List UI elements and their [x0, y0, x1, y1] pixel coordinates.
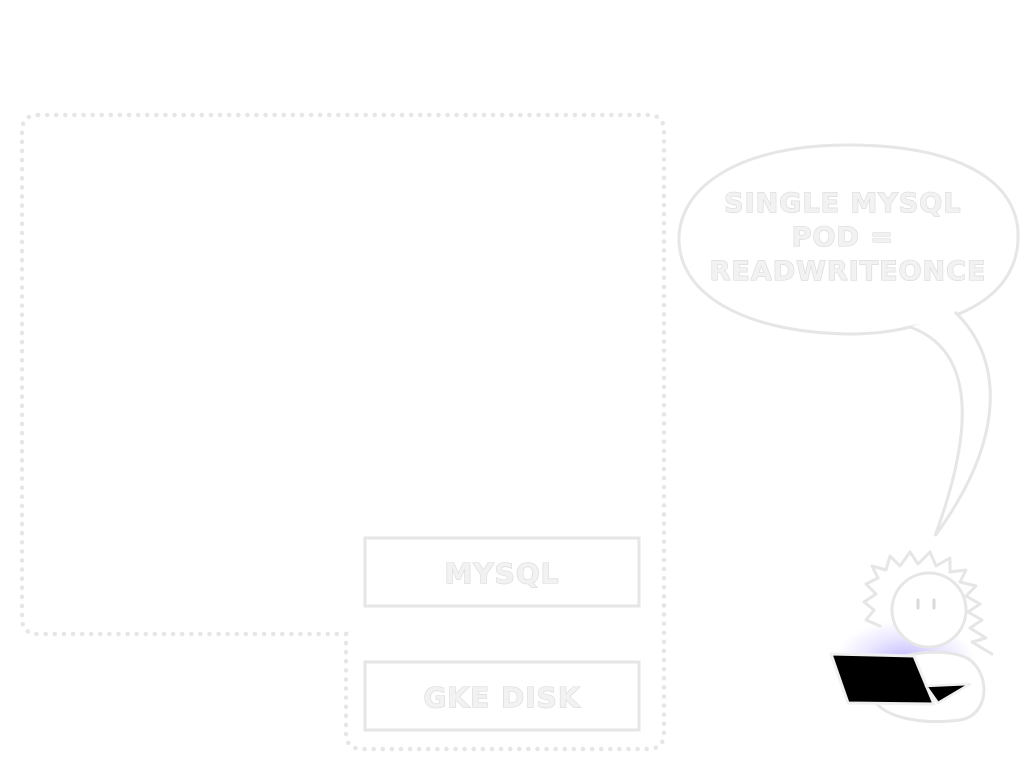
gke-disk-label: GKE DISK — [423, 681, 580, 714]
mysql-label: MYSQL — [445, 557, 560, 590]
speech-line-1: SINGLE MYSQL — [724, 188, 961, 219]
pod-boundary — [19, 112, 667, 752]
gke-disk-component: GKE DISK — [363, 660, 641, 732]
laptop-icon — [829, 652, 972, 706]
svg-text:SINGLE MYSQL POD =: SINGLE MYSQL POD = READWRITEONCE — [710, 188, 987, 287]
speech-bubble: SINGLE MYSQL POD = READWRITEONCE — [677, 143, 1020, 537]
speech-line-2: POD = — [792, 222, 894, 253]
mysql-component: MYSQL — [363, 536, 641, 608]
speech-line-3: READWRITEONCE — [710, 256, 987, 287]
